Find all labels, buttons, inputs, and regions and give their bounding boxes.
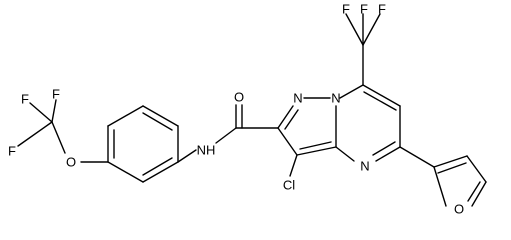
atom-n-amide: NH [197, 143, 216, 158]
bond-c5-n4 [375, 146, 401, 162]
bonds [17, 13, 487, 207]
bond-c7-c6 [362, 84, 401, 107]
bond-c3-cl [289, 154, 298, 177]
bond-c5-furan [399, 146, 435, 168]
bond-ph-5 [107, 161, 144, 183]
bond-fu-3 [471, 181, 487, 207]
bond-c2-c3 [277, 127, 298, 156]
atom-o-ether: O [66, 155, 76, 170]
atom-f-top-right: F [378, 2, 386, 17]
atom-n-bridge: N [331, 91, 340, 106]
atom-f-top-left: F [342, 2, 350, 17]
bond-ocf3-f3 [17, 121, 53, 147]
bond-fu-2 [466, 155, 487, 183]
bond-fu-1-double [437, 162, 467, 174]
bond-ocf3-f1 [29, 102, 53, 123]
bond-ph-3 [107, 105, 144, 127]
bond-ph-2 [142, 105, 179, 127]
bond-n-aryl [177, 149, 197, 163]
atom-n-pyrazole: N [293, 91, 302, 106]
atom-n-pyrimidine: N [360, 159, 369, 174]
bond-c7-c6-double [363, 91, 397, 111]
bond-cf3-f1 [345, 13, 364, 46]
bond-n2-c2-double [284, 109, 299, 130]
bond-fu-1 [433, 155, 468, 168]
atom-f-top-mid: F [360, 2, 368, 17]
molecule-canvas: F F F F F F O O NH N N N Cl O [8, 2, 487, 217]
bond-ph-6-double [142, 157, 173, 176]
atom-f-left-mid: F [52, 87, 60, 102]
bond-n2-c2 [277, 105, 294, 129]
atom-f-left-top: F [21, 92, 29, 107]
bond-ph-2-double [142, 112, 173, 131]
bond-ocf3-f2 [51, 99, 57, 123]
bond-fu-3-double [467, 181, 481, 202]
bond-n4-c3a [335, 146, 355, 162]
atom-o-carbonyl: O [234, 90, 244, 105]
bond-c3-c3a [296, 146, 337, 156]
atom-o-furan: O [454, 202, 464, 217]
atom-labels: F F F F F F O O NH N N N Cl O [8, 2, 464, 217]
atom-cl: Cl [283, 178, 295, 193]
bond-fu-4 [433, 166, 447, 207]
bond-ph-6 [142, 161, 179, 183]
bond-c5-n4-double [372, 141, 396, 156]
bond-o-cf3 [51, 121, 66, 154]
bond-c7-n1 [339, 84, 364, 99]
bond-c3-c3a-double [299, 141, 332, 150]
atom-f-left-bot: F [8, 144, 16, 159]
bond-camide-n [215, 127, 237, 144]
bond-cf3-f3 [362, 13, 381, 46]
molecule-structure: F F F F F F O O NH N N N Cl O [8, 2, 487, 217]
